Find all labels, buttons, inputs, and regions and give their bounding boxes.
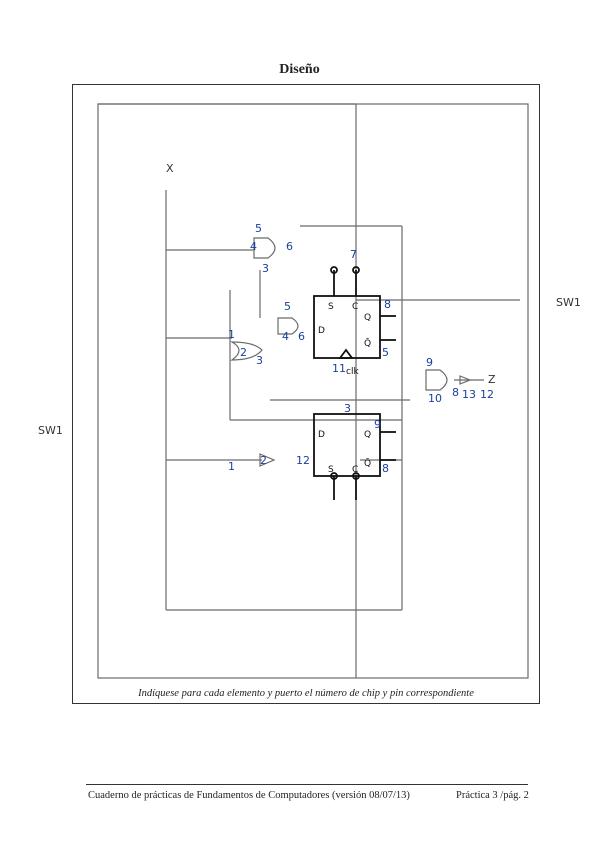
ff2-qbar-label: Q̄: [364, 457, 371, 469]
pin-number: 7: [350, 248, 357, 261]
design-frame: [72, 84, 540, 704]
pin-number: 8: [384, 298, 391, 311]
pin-number: 5: [284, 300, 291, 313]
flip-flop-1: S C D Q Q̄: [313, 266, 396, 359]
pin-number: 11: [332, 362, 346, 375]
ff1-c-label: C: [352, 302, 358, 312]
pin-number: 3: [262, 262, 269, 275]
pin-number: 8: [382, 462, 389, 475]
switch-right-label: SW1: [556, 296, 581, 309]
pencil-wires: [97, 103, 529, 679]
pin-number: 2: [240, 346, 247, 359]
footer-rule: [86, 784, 528, 785]
footer-left: Cuaderno de prácticas de Fundamentos de …: [88, 790, 410, 801]
caption: Indíquese para cada elemento y puerto el…: [138, 688, 474, 699]
ff2-c-label: C: [352, 465, 358, 475]
ff1-qbar-label: Q̄: [364, 337, 371, 349]
pin-number: 6: [286, 240, 293, 253]
pin-number: 12: [480, 388, 494, 401]
pin-number: 6: [298, 330, 305, 343]
pin-number: 10: [428, 392, 442, 405]
clk-label: clk: [346, 367, 359, 377]
switch-left-label: SW1: [38, 424, 63, 437]
input-x-label: X: [166, 162, 174, 175]
ff1-q-label: Q: [364, 313, 371, 323]
pin-number: 4: [282, 330, 289, 343]
pin-number: 2: [260, 454, 267, 467]
pin-number: 5: [382, 346, 389, 359]
page-title: Diseño: [279, 62, 320, 77]
pin-number: 4: [250, 240, 257, 253]
output-z-label: Z: [488, 373, 496, 386]
pin-number: 12: [296, 454, 310, 467]
ff2-d-label: D: [318, 430, 325, 440]
footer-right: Práctica 3 /pág. 2: [456, 790, 529, 801]
pin-number: 1: [228, 328, 235, 341]
pin-number: 5: [255, 222, 262, 235]
ff2-q-label: Q: [364, 430, 371, 440]
pin-number: 1: [228, 460, 235, 473]
pin-number: 3: [344, 402, 351, 415]
pin-number: 9: [426, 356, 433, 369]
ff1-d-label: D: [318, 326, 325, 336]
pin-number: 9: [374, 418, 381, 431]
pin-number: 3: [256, 354, 263, 367]
ff2-s-label: S: [328, 465, 334, 475]
pin-number: 8: [452, 386, 459, 399]
flip-flop-2: D Q Q̄ S C: [313, 413, 396, 500]
pin-number: 13: [462, 388, 476, 401]
ff1-s-label: S: [328, 302, 334, 312]
